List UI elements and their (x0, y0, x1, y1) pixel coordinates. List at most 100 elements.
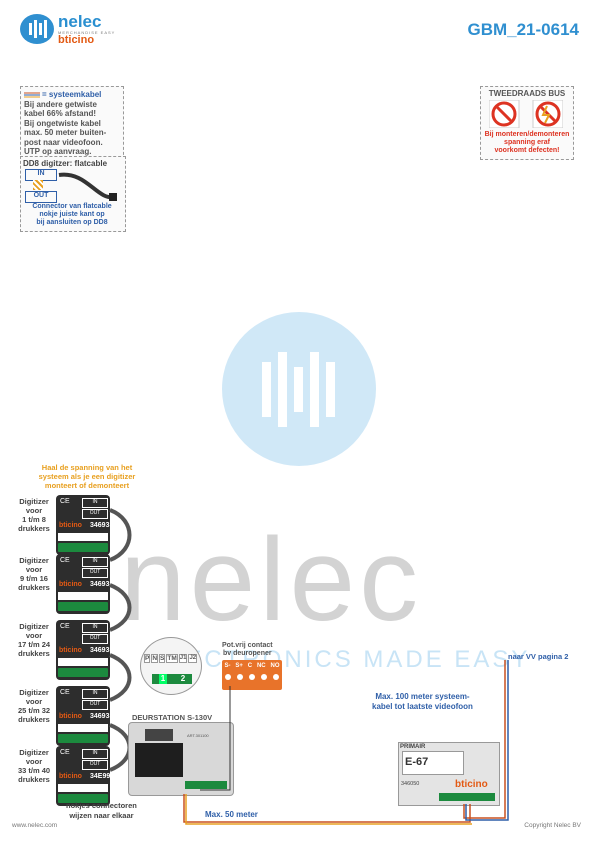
brand-partner: bticino (58, 34, 95, 46)
bus-note-line: voorkomt defecten! (494, 147, 560, 154)
door-station: ART.301100 (128, 722, 234, 796)
digitizer-label-line: voor (25, 697, 43, 706)
digitizer-out-label: OUT (82, 760, 108, 770)
digitizer-label-line: 9 t/m 16 (20, 574, 48, 583)
to-vv-note: naar VV pagina 2 (508, 652, 569, 661)
flatcable-note-line: Connector van flatcable (32, 203, 112, 210)
digitizer-label-line: drukkers (18, 524, 50, 533)
relay-terminal-label: S+ (235, 663, 243, 669)
power-warning-line: Haal de spanning van het (41, 463, 133, 472)
footer-website[interactable]: www.nelec.com (12, 822, 58, 829)
bus-note-line: Bij monteren/demonteren (484, 131, 570, 138)
digitizer-label-line: 17 t/m 24 (17, 640, 51, 649)
digitizer-label-line: 1 t/m 8 (22, 515, 46, 524)
terminal-label: N (151, 654, 159, 663)
relay-terminal-label: S- (224, 663, 231, 669)
system-cable-icon (24, 92, 40, 98)
watermark-logo (222, 312, 376, 466)
door-station-screen (145, 729, 173, 741)
digitizer-brand: bticino (59, 647, 82, 654)
digitizer-label-line: 25 t/m 32 (17, 706, 51, 715)
flatcable-note-line: bij aansluiten op DD8 (36, 219, 108, 226)
terminal-label: S (159, 654, 166, 663)
max50-note: Max. 50 meter (205, 810, 258, 819)
nokjes-line: wijzen naar elkaar (69, 811, 134, 820)
digitizer-label-line: voor (25, 565, 43, 574)
relay-terminal-label: NO (270, 663, 280, 669)
ce-mark-icon: CE (60, 498, 70, 505)
power-supply-model: E-67 (405, 756, 429, 768)
digitizer-code: 34693 (90, 581, 110, 588)
relay-module: S- S+ C NC NO (222, 660, 282, 690)
power-supply-terminals (439, 793, 495, 801)
digitizer-green-terminal (58, 734, 108, 743)
digitizer-terminal-strip (58, 592, 108, 600)
terminal-label: J2 (188, 654, 198, 663)
footer-copyright: Copyright Nelec BV (524, 822, 581, 829)
bus-note-title: TWEEDRAADS BUS (488, 89, 566, 98)
digitizer-label-line: drukkers (18, 649, 50, 658)
digitizer-brand: bticino (59, 581, 82, 588)
terminal-label: TM (166, 654, 178, 663)
power-supply-primary: PRIMAIR (400, 744, 426, 750)
digitizer-code: 34693 (90, 647, 110, 654)
relay-title-line: bv deuropener (222, 650, 272, 657)
digitizer-label-line: voor (25, 631, 43, 640)
bus-note: TWEEDRAADS BUS Bij monteren/demonteren s… (480, 86, 574, 160)
flatcable-note: DD8 digitzer: flatcable IN OUT Connector… (20, 156, 126, 232)
watermark-tagline: ELECTRONICS MADE EASY (150, 646, 531, 673)
power-supply: PRIMAIR E-67 346050 bticino (398, 742, 500, 806)
max100-line: Max. 100 meter systeem- (375, 692, 470, 701)
digitizer-brand: bticino (59, 713, 82, 720)
ce-mark-icon: CE (60, 749, 70, 756)
ce-mark-icon: CE (60, 557, 70, 564)
relay-title-line: Pot.vrij contact (222, 642, 273, 649)
cable-note-line: kabel 66% afstand! (24, 109, 97, 118)
digitizer-label-line: drukkers (18, 775, 50, 784)
terminal-label: J1 (178, 654, 188, 663)
door-station-terminals: P N S TM J1 J2 (144, 654, 198, 663)
digitizer-brand: bticino (59, 773, 82, 780)
power-warning: Haal de spanning van het systeem als je … (22, 463, 152, 490)
door-station-board (135, 743, 183, 777)
power-warning-line: monteert of demonteert (44, 481, 130, 490)
digitizer-code: 34693 (90, 713, 110, 720)
door-station-art: ART.301100 (187, 733, 209, 738)
relay-terminal-label: NC (256, 663, 266, 669)
flatcable-icon (58, 172, 117, 201)
digitizer-in-label: IN (82, 557, 108, 567)
watermark-word: nelec (120, 514, 423, 646)
digitizer-out-label: OUT (82, 568, 108, 578)
digitizer-label-line: voor (25, 506, 43, 515)
max100-line: kabel tot laatste videofoon (372, 702, 473, 711)
door-station-green-terminal (185, 781, 227, 789)
cable-note: = systeemkabel Bij andere getwiste kabel… (20, 86, 124, 160)
terminal-zoom-circle (140, 637, 202, 695)
no-power-warning-icon (489, 100, 563, 128)
digitizer-label-line: Digitizer (19, 688, 49, 697)
door-station-pins: 1 2 (152, 674, 192, 684)
power-supply-brand: bticino (455, 779, 488, 790)
digitizer-in-label: IN (82, 749, 108, 759)
digitizer-label-line: Digitizer (19, 748, 49, 757)
digitizer-green-terminal (58, 668, 108, 677)
power-supply-code: 346050 (401, 781, 420, 787)
terminal-label: P (144, 654, 151, 663)
digitizer-terminal-strip (58, 658, 108, 666)
digitizer-terminal-strip (58, 533, 108, 541)
digitizer-terminal-strip (58, 784, 108, 792)
cable-note-line: max. 50 meter buiten- (24, 128, 107, 137)
cable-note-line: post naar videofoon. (24, 137, 103, 147)
digitizer-label-line: Digitizer (19, 622, 49, 631)
bus-note-line: spanning eraf (504, 139, 550, 146)
digitizer-code: 34E993 (90, 773, 115, 780)
nokjes-line: nokjes connectoren (66, 801, 137, 810)
digitizer-out-label: OUT (82, 509, 108, 519)
